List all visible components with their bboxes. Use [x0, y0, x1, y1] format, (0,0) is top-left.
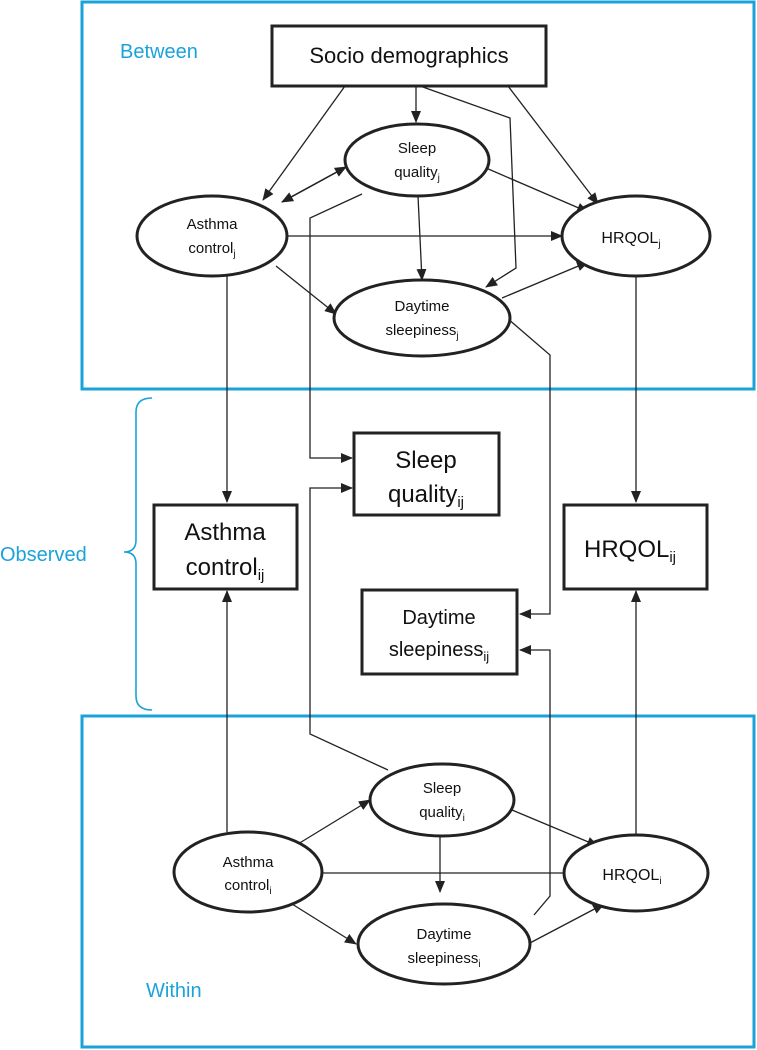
- node-daytime-sleepiness-i-subscript: i: [478, 959, 480, 970]
- node-hrqol-j-subscript: j: [657, 239, 660, 250]
- node-sleep-quality-ij: Sleep qualityij: [352, 431, 501, 517]
- node-asthma-control-ij-subscript: ij: [258, 567, 265, 584]
- edge-sleep-j-to-hrqol-j: [485, 167, 589, 213]
- node-daytime-sleepiness-i-line2: sleepiness: [407, 950, 478, 967]
- node-daytime-sleepiness-j: Daytime sleepinessj: [332, 278, 512, 358]
- edge-socio-to-asthma-j: [262, 85, 346, 201]
- edge-socio-to-daytime-j: [419, 85, 517, 288]
- node-hrqol-i-subscript: i: [659, 876, 661, 887]
- edge-asthma-i-to-sleep-i: [297, 799, 371, 845]
- within-level-frame: [80, 714, 756, 1049]
- node-hrqol-ij: HRQOLij: [562, 503, 709, 591]
- node-asthma-control-ij-line2: control: [186, 554, 258, 581]
- node-hrqol-j: HRQOLj: [560, 194, 712, 278]
- edge-sleep-j-to-sleep-ij: [309, 193, 363, 463]
- node-daytime-sleepiness-j-line1: Daytime: [394, 298, 449, 315]
- svg-text:sleepinessi: sleepinessi: [407, 950, 480, 970]
- node-hrqol-ij-subscript: ij: [669, 549, 676, 566]
- svg-text:controlj: controlj: [188, 240, 235, 260]
- edge-sleep-j-to-daytime-j: [416, 195, 427, 281]
- observed-label: Observed: [0, 544, 87, 566]
- between-label: Between: [120, 41, 198, 63]
- svg-text:HRQOLi: HRQOLi: [602, 867, 661, 887]
- node-hrqol-j-line1: HRQOL: [601, 230, 658, 247]
- node-daytime-sleepiness-j-subscript: j: [455, 331, 458, 342]
- edge-daytime-i-to-daytime-ij: [519, 645, 551, 916]
- node-sleep-quality-j-line2: quality: [394, 164, 438, 181]
- node-asthma-control-ij-line1: Asthma: [184, 519, 266, 546]
- node-asthma-control-i: Asthma controli: [172, 830, 324, 914]
- edge-asthma-j-to-daytime-j: [275, 265, 337, 315]
- svg-text:qualityj: qualityj: [394, 164, 440, 184]
- node-sleep-quality-ij-line1: Sleep: [395, 447, 456, 474]
- svg-text:controli: controli: [224, 877, 271, 897]
- node-sleep-quality-i-line2: quality: [419, 804, 463, 821]
- observed-brace: [123, 397, 153, 711]
- node-asthma-control-i-subscript: i: [269, 886, 271, 897]
- edge-asthma-i-to-daytime-i: [291, 903, 357, 945]
- node-hrqol-i-line1: HRQOL: [602, 867, 659, 884]
- node-asthma-control-j-line2: control: [188, 240, 233, 257]
- svg-text:controlij: controlij: [186, 554, 265, 584]
- node-daytime-sleepiness-ij-line2: sleepiness: [389, 639, 484, 661]
- node-sleep-quality-ij-subscript: ij: [457, 494, 464, 511]
- edge-socio-to-hrqol-j: [507, 85, 599, 205]
- node-asthma-control-i-line1: Asthma: [223, 854, 275, 871]
- edge-daytime-j-to-hrqol-j: [501, 261, 589, 299]
- node-socio-demographics: Socio demographics: [270, 24, 548, 88]
- edge-daytime-j-to-daytime-ij: [506, 317, 551, 619]
- svg-text:HRQOLj: HRQOLj: [601, 230, 660, 250]
- node-daytime-sleepiness-ij-line1: Daytime: [402, 607, 475, 629]
- node-asthma-control-ij: Asthma controlij: [152, 503, 299, 591]
- node-daytime-sleepiness-ij-subscript: ij: [483, 649, 489, 664]
- node-sleep-quality-j-line1: Sleep: [398, 140, 436, 157]
- edge-sleep-j-to-asthma-j: [281, 166, 347, 203]
- node-sleep-quality-j: Sleep qualityj: [343, 122, 491, 198]
- node-hrqol-ij-line1: HRQOL: [584, 536, 669, 563]
- svg-text:qualityij: qualityij: [388, 481, 464, 511]
- node-asthma-control-i-line2: control: [224, 877, 269, 894]
- node-daytime-sleepiness-j-line2: sleepiness: [385, 322, 456, 339]
- node-sleep-quality-i-line1: Sleep: [423, 780, 461, 797]
- node-sleep-quality-i: Sleep qualityi: [368, 762, 516, 838]
- within-label: Within: [146, 980, 202, 1002]
- svg-text:qualityi: qualityi: [419, 804, 465, 824]
- node-sleep-quality-i-subscript: i: [463, 813, 465, 824]
- node-hrqol-i: HRQOLi: [562, 833, 710, 913]
- edge-sleep-i-to-hrqol-i: [511, 809, 599, 847]
- svg-text:HRQOLij: HRQOLij: [584, 536, 676, 566]
- node-daytime-sleepiness-i-line1: Daytime: [416, 926, 471, 943]
- svg-text:sleepinessij: sleepinessij: [389, 639, 489, 664]
- node-asthma-control-j-subscript: j: [232, 249, 235, 260]
- node-sleep-quality-ij-line2: quality: [388, 481, 457, 508]
- node-asthma-control-j: Asthma controlj: [135, 194, 289, 278]
- node-asthma-control-j-line1: Asthma: [187, 216, 239, 233]
- between-level-frame: [80, 0, 756, 391]
- node-daytime-sleepiness-ij: Daytime sleepinessij: [360, 588, 519, 676]
- node-daytime-sleepiness-i: Daytime sleepinessi: [356, 902, 532, 986]
- node-sleep-quality-j-subscript: j: [437, 173, 440, 184]
- edge-sleep-i-to-sleep-ij: [309, 483, 389, 771]
- svg-text:sleepinessj: sleepinessj: [385, 322, 458, 342]
- node-socio-demographics-label: Socio demographics: [309, 43, 508, 68]
- edge-daytime-i-to-hrqol-i: [527, 903, 605, 945]
